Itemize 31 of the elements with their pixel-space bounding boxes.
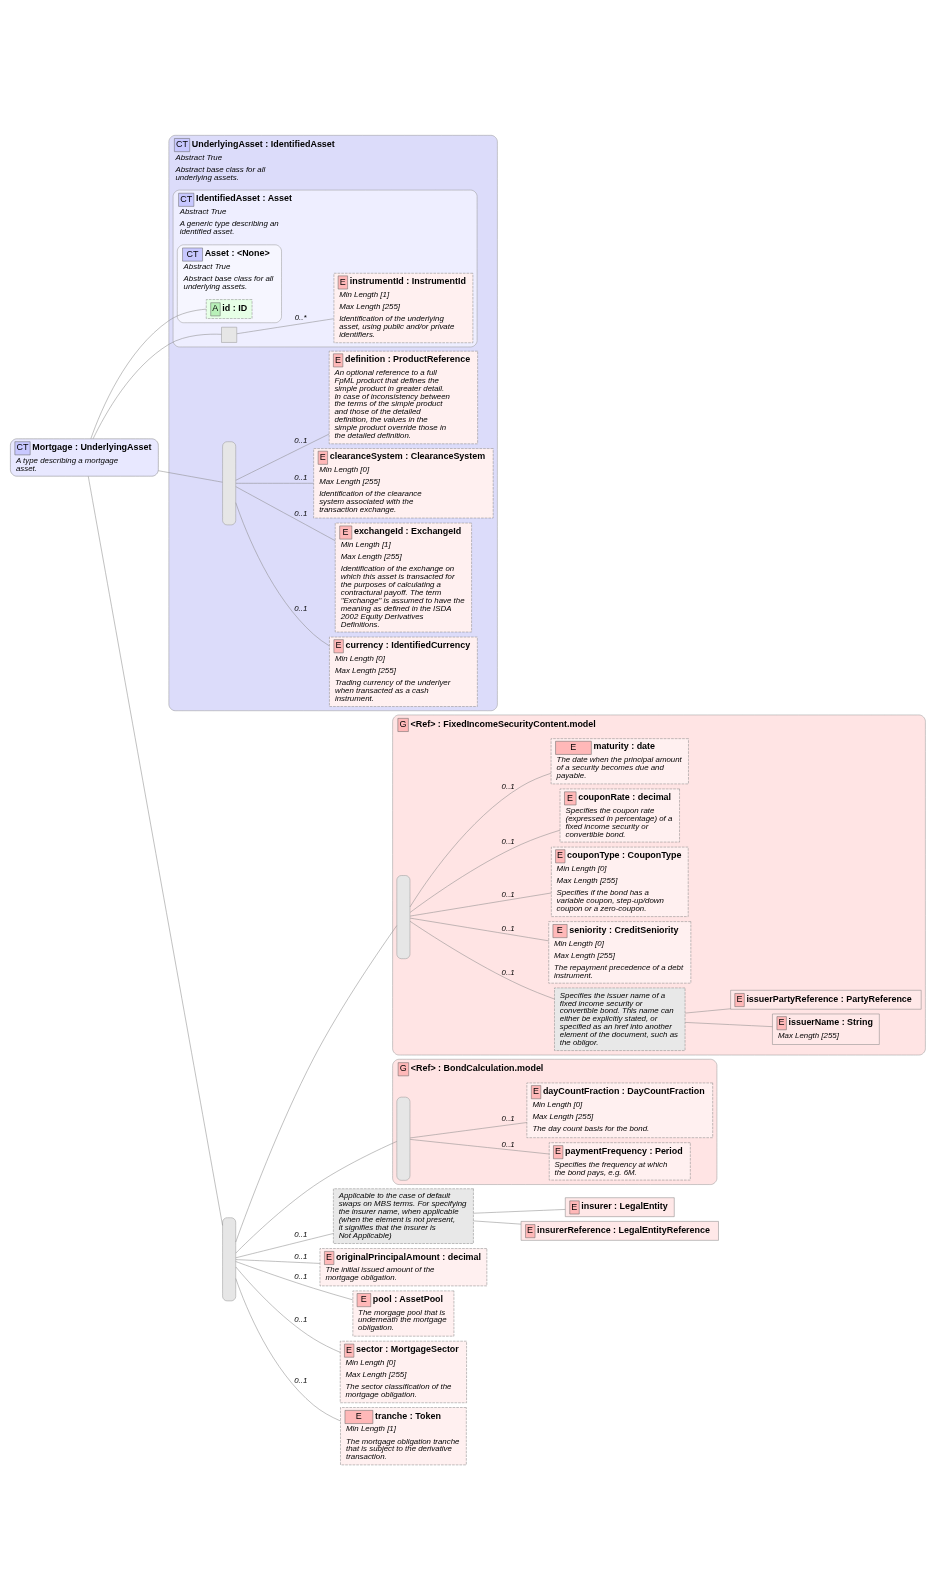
node-bar	[396, 875, 411, 959]
connector	[158, 470, 223, 483]
connector	[235, 502, 330, 647]
connector	[236, 318, 334, 334]
node-bar	[222, 441, 236, 526]
connector	[235, 483, 314, 484]
connector	[235, 486, 336, 541]
connector	[235, 1261, 353, 1301]
connector	[92, 333, 222, 439]
connector	[473, 1220, 522, 1225]
node-bar	[222, 1217, 236, 1302]
connector	[235, 1141, 398, 1254]
connector	[409, 1139, 550, 1155]
connector	[235, 1233, 334, 1259]
connector	[684, 1022, 773, 1027]
connector	[409, 892, 552, 917]
connector	[409, 829, 561, 913]
connector	[409, 1122, 528, 1139]
connector	[409, 773, 552, 908]
connector	[235, 1259, 320, 1264]
connector	[409, 917, 549, 942]
connector	[235, 1278, 341, 1422]
connector	[88, 476, 223, 1226]
connector	[684, 1008, 731, 1014]
node-bar	[396, 1096, 411, 1181]
connector	[90, 308, 207, 440]
connector	[235, 925, 398, 1243]
node-box	[221, 326, 238, 343]
connector	[235, 1266, 341, 1353]
connector	[473, 1209, 566, 1214]
connector	[409, 921, 555, 1000]
